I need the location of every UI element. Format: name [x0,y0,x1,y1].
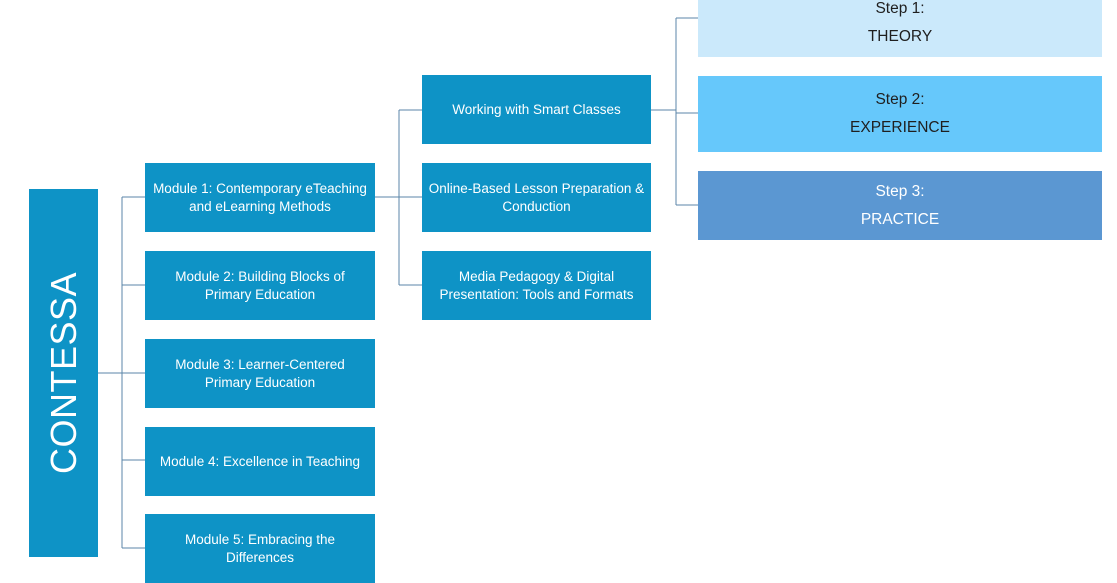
module-3-label: Module 3: Learner-Centered Primary Educa… [175,356,345,390]
module-2-box: Module 2: Building Blocks of Primary Edu… [145,251,375,320]
contessa-root-box: CONTESSA [29,189,98,557]
step-3-title: Step 3: [875,182,925,200]
module-5-box: Module 5: Embracing the Differences [145,514,375,583]
module-4-box: Module 4: Excellence in Teaching [145,427,375,496]
submodule-online-lesson-box: Online-Based Lesson Preparation & Conduc… [422,163,651,232]
module-5-label: Module 5: Embracing the Differences [184,531,336,565]
step-3-box: Step 3: PRACTICE [698,171,1102,240]
step-1-name: THEORY [867,27,933,45]
module-1-label: Module 1: Contemporary eTeaching and eLe… [153,180,367,214]
submodule-smart-classes-label: Working with Smart Classes [452,101,621,117]
step-2-title: Step 2: [875,91,925,108]
step-1-title: Step 1: [875,0,925,17]
step-2-box: Step 2: EXPERIENCE [698,76,1102,152]
module-2-label: Module 2: Building Blocks of Primary Edu… [175,268,345,302]
submodule-online-lesson-label: Online-Based Lesson Preparation & Conduc… [428,180,645,214]
step-1-box: Step 1: THEORY [698,0,1102,57]
connector-lines [98,17,698,549]
submodule-media-pedagogy-box: Media Pedagogy & Digital Presentation: T… [422,251,651,320]
module-4-label: Module 4: Excellence in Teaching [159,453,361,469]
submodule-media-pedagogy-label: Media Pedagogy & Digital Presentation: T… [439,268,634,302]
module-1-box: Module 1: Contemporary eTeaching and eLe… [145,163,375,232]
step-3-name: PRACTICE [860,210,940,228]
submodule-smart-classes-box: Working with Smart Classes [422,75,651,144]
module-3-box: Module 3: Learner-Centered Primary Educa… [145,339,375,408]
step-2-name: EXPERIENCE [850,119,950,136]
root-label: CONTESSA [42,271,84,475]
